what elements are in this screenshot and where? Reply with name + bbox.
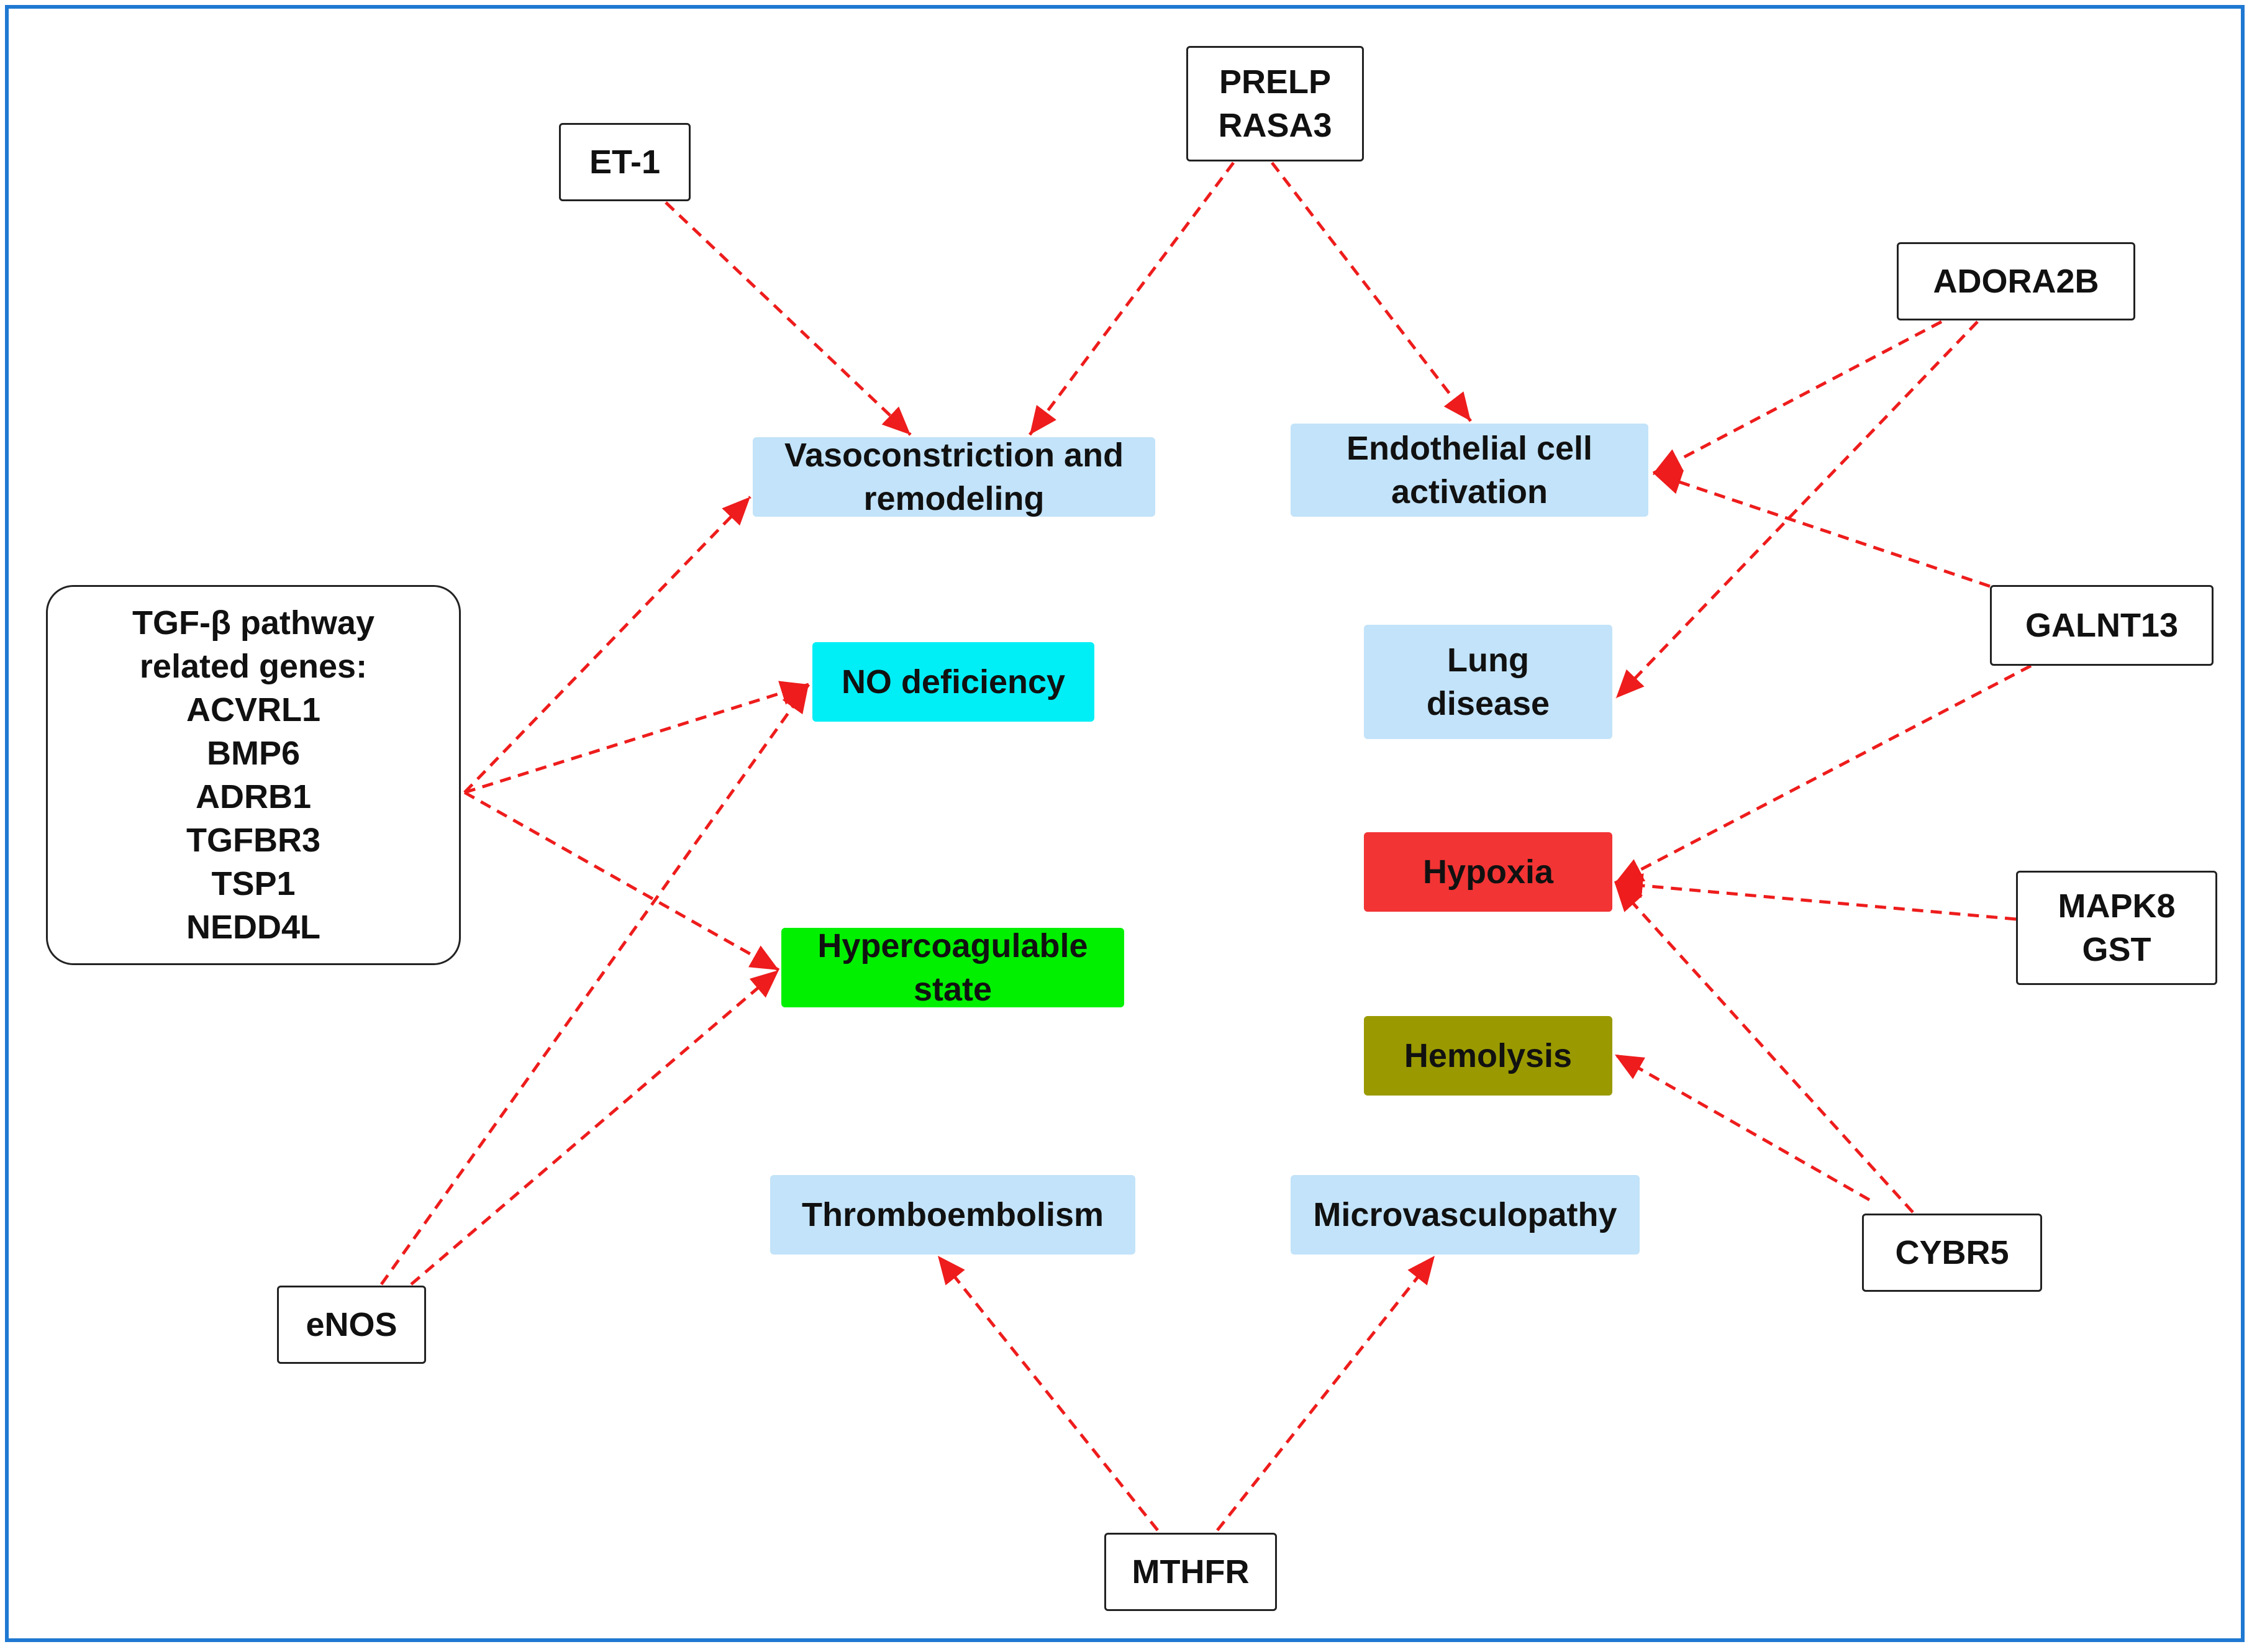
node-label-line: eNOS <box>306 1306 397 1343</box>
arrow-tgfb-to-vaso <box>463 496 752 794</box>
gene-node-adora2b: ADORA2B <box>1897 242 2135 320</box>
node-label-line: Lung <box>1447 642 1529 679</box>
node-label-line: Hemolysis <box>1404 1037 1573 1074</box>
gene-node-cybr5: CYBR5 <box>1862 1214 2042 1292</box>
arrow-mapk8-to-hypoxia <box>1614 873 2017 921</box>
effect-node-microvasculopathy: Microvasculopathy <box>1291 1175 1640 1255</box>
node-label-line: MAPK8 <box>2058 887 2176 925</box>
effect-node-hypercoagulable-state: Hypercoagulable state <box>781 927 1124 1008</box>
node-label-line: RASA3 <box>1218 107 1332 144</box>
node-label-line: remodeling <box>863 480 1045 517</box>
node-label-line: ACVRL1 <box>186 691 321 728</box>
node-label-line: Hypoxia <box>1422 853 1554 891</box>
arrow-prelp-to-endo <box>1271 161 1472 422</box>
node-label-line: TGFBR3 <box>186 822 320 859</box>
gene-node-et1: ET-1 <box>559 123 691 201</box>
arrow-enos-to-no <box>379 683 811 1286</box>
node-label-line: ADORA2B <box>1933 263 2099 300</box>
effect-node-endothelial-activation: Endothelial cell activation <box>1291 424 1648 517</box>
node-label-line: Vasoconstriction and <box>784 437 1124 474</box>
arrow-prelp-to-vaso <box>1028 161 1235 436</box>
node-label-line: state <box>913 971 992 1008</box>
diagram-frame <box>5 5 2245 1642</box>
gene-node-galnt13: GALNT13 <box>1990 585 2214 666</box>
node-label-line: related genes: <box>139 648 368 685</box>
node-label-line: ADRB1 <box>195 778 312 815</box>
arrow-cybr5-to-hypoxia <box>1614 882 1914 1214</box>
arrow-galnt13-to-endo <box>1653 470 1991 588</box>
effect-node-hemolysis: Hemolysis <box>1364 1016 1612 1096</box>
gene-node-mthfr: MTHFR <box>1104 1533 1277 1611</box>
effect-node-no-deficiency: NO deficiency <box>812 642 1094 722</box>
effect-node-vasoconstriction: Vasoconstriction and remodeling <box>753 437 1155 517</box>
node-label-line: BMP6 <box>206 735 301 772</box>
effect-node-lung-disease: Lung disease <box>1364 625 1612 739</box>
node-label-line: GST <box>2082 931 2151 968</box>
node-label-line: MTHFR <box>1132 1553 1250 1591</box>
node-label-line: disease <box>1426 685 1550 722</box>
effect-node-thromboembolism: Thromboembolism <box>770 1175 1135 1255</box>
node-label-line: NEDD4L <box>186 909 321 946</box>
gene-node-enos: eNOS <box>277 1286 426 1364</box>
arrow-mthfr-to-micro <box>1216 1255 1436 1532</box>
arrow-cybr5-to-hemo <box>1614 1053 1871 1202</box>
arrow-tgfb-to-hyper <box>463 791 780 972</box>
gene-node-prelp-rasa3: PRELP RASA3 <box>1186 46 1364 161</box>
node-label-line: TSP1 <box>211 865 296 902</box>
effect-node-hypoxia: Hypoxia <box>1364 832 1612 912</box>
arrow-adora2b-to-lung <box>1615 320 1979 699</box>
arrow-et1-to-vaso <box>665 201 912 436</box>
node-label-line: GALNT13 <box>2025 607 2179 644</box>
node-label-line: Hypercoagulable <box>817 927 1088 964</box>
node-label-line: Endothelial cell <box>1346 430 1593 467</box>
node-label-line: CYBR5 <box>1895 1234 2009 1271</box>
node-label-line: NO deficiency <box>841 663 1066 701</box>
node-label-line: Microvasculopathy <box>1313 1196 1617 1233</box>
node-label-line: TGF-β pathway <box>132 604 375 642</box>
arrow-adora2b-to-endo <box>1652 320 1943 475</box>
arrow-mthfr-to-thrombo <box>937 1255 1159 1532</box>
node-label-line: Thromboembolism <box>801 1196 1104 1233</box>
arrow-galnt13-to-hypoxia <box>1614 664 2032 885</box>
arrow-enos-to-hyper <box>410 969 780 1286</box>
node-label-line: ET-1 <box>589 143 661 181</box>
arrow-tgfb-to-no <box>464 681 809 794</box>
node-label-line: activation <box>1391 473 1548 511</box>
node-label-line: PRELP <box>1219 63 1332 101</box>
